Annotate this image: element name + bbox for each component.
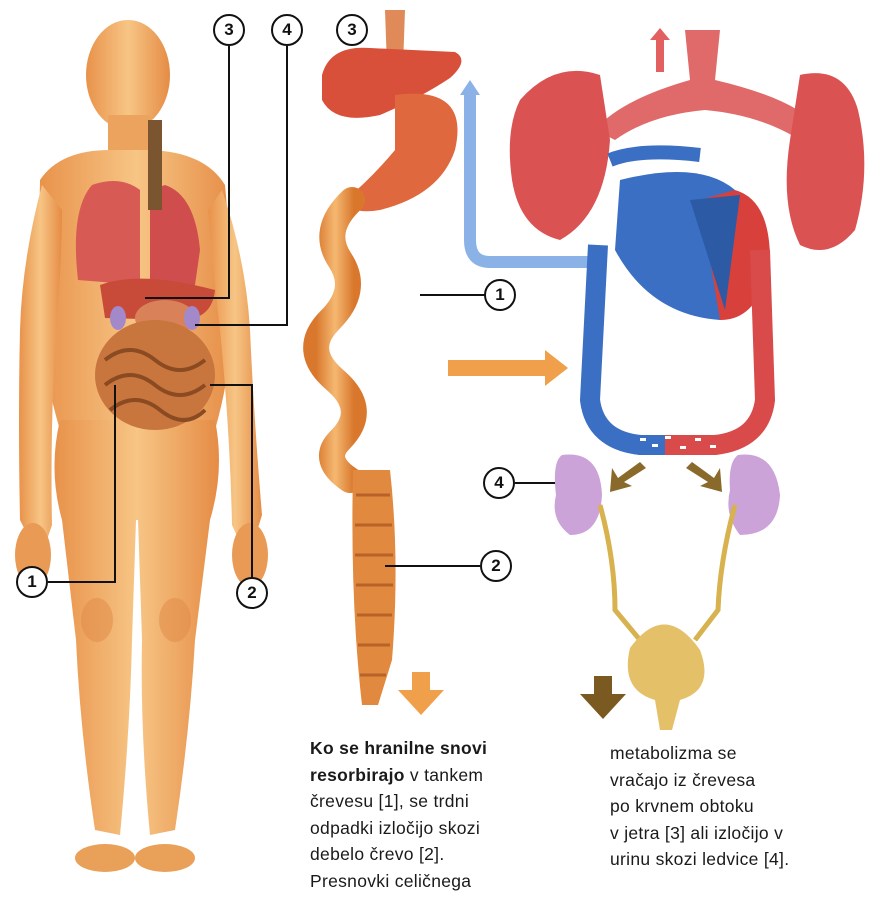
caption-left: Ko se hranilne snovi resorbirajo v tanke… bbox=[310, 735, 487, 894]
caption-right-line-1: metabolizma se bbox=[610, 740, 789, 767]
left-kidney bbox=[555, 455, 602, 536]
caption-line-4: odpadki izločijo skozi bbox=[310, 815, 487, 842]
human-body-figure bbox=[15, 20, 268, 872]
left-kidney-arrow bbox=[610, 462, 646, 492]
callout-liver-figure: 3 bbox=[213, 14, 245, 46]
absorption-arrow bbox=[448, 350, 568, 386]
circulation-diagram bbox=[448, 28, 864, 449]
right-lung bbox=[787, 73, 865, 250]
caption-line-6: Presnovki celičnega bbox=[310, 868, 487, 895]
caption-line-2-rest: v tankem bbox=[405, 765, 484, 785]
right-kidney-arrow bbox=[686, 462, 722, 492]
digestive-tract bbox=[316, 10, 461, 705]
caption-right-line-2: vračajo iz črevesa bbox=[610, 767, 789, 794]
callout-kidney: 4 bbox=[483, 467, 515, 499]
caption-right: metabolizma se vračajo iz črevesa po krv… bbox=[610, 740, 789, 873]
callout-liver: 3 bbox=[336, 14, 368, 46]
callout-small-intestine-figure: 1 bbox=[16, 566, 48, 598]
callout-large-intestine: 2 bbox=[480, 550, 512, 582]
caption-bold-2: resorbirajo bbox=[310, 765, 405, 785]
upward-arrow bbox=[650, 28, 670, 72]
small-intestine-shape bbox=[316, 200, 354, 480]
caption-right-line-4: v jetra [3] ali izločijo v bbox=[610, 820, 789, 847]
large-intestine-shape bbox=[352, 470, 395, 705]
feces-arrow bbox=[398, 672, 444, 715]
callout-small-intestine: 1 bbox=[484, 279, 516, 311]
caption-bold-1: Ko se hranilne snovi bbox=[310, 738, 487, 758]
caption-line-3: črevesu [1], se trdni bbox=[310, 788, 487, 815]
callout-kidney-figure: 4 bbox=[271, 14, 303, 46]
urine-arrow bbox=[580, 676, 626, 719]
urinary-system bbox=[398, 455, 780, 731]
caption-right-line-5: urinu skozi ledvice [4]. bbox=[610, 846, 789, 873]
left-lung bbox=[510, 71, 610, 240]
right-kidney bbox=[728, 455, 780, 536]
caption-right-line-3: po krvnem obtoku bbox=[610, 793, 789, 820]
callout-large-intestine-figure: 2 bbox=[236, 577, 268, 609]
caption-line-5: debelo črevo [2]. bbox=[310, 841, 487, 868]
tract-leader-lines bbox=[385, 295, 583, 566]
bladder bbox=[628, 624, 705, 730]
